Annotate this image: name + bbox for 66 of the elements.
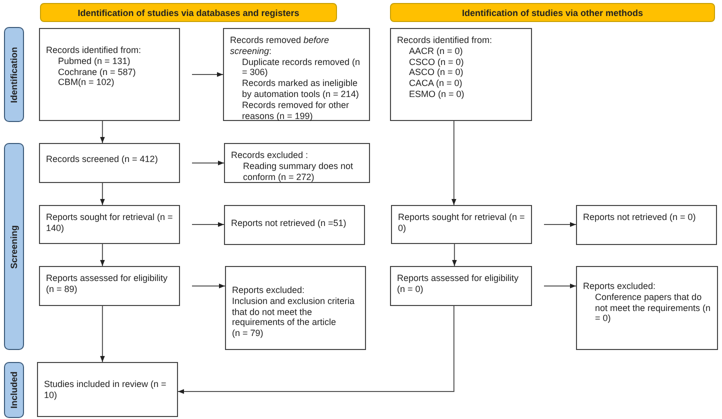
box-text: Records removed before screening: xyxy=(230,35,330,57)
box-text: Reports sought for retrieval (n = 0) xyxy=(398,212,526,234)
phase-label-bar xyxy=(4,362,24,418)
box-text: CACA (n = 0) xyxy=(408,78,464,89)
process-box xyxy=(39,205,180,244)
box-text: AACR (n = 0) xyxy=(408,46,464,57)
section-header xyxy=(40,3,337,22)
box-text: Cochrane (n = 587) xyxy=(57,66,137,78)
box-text: Reports excluded: xyxy=(583,281,657,292)
box-text: (n = 79) xyxy=(232,328,264,339)
arrow xyxy=(192,284,226,288)
box-text: Records marked as ineligible by automation tools (n = 214) xyxy=(241,78,360,100)
box-text: Pubmed (n = 131) xyxy=(57,56,132,67)
process-box xyxy=(39,266,180,306)
box-text: Records removed for other reasons (n = 199) xyxy=(241,100,350,122)
arrow xyxy=(100,306,105,362)
phase-label: Identification xyxy=(9,46,19,102)
arrow xyxy=(100,244,105,266)
process-box xyxy=(225,266,366,350)
arrow xyxy=(178,306,454,394)
arrow xyxy=(452,244,457,266)
box-text: CBM(n = 102) xyxy=(57,77,116,88)
process-box xyxy=(39,143,180,183)
box-text: ASCO (n = 0) xyxy=(408,67,464,78)
process-box xyxy=(390,28,532,121)
process-box xyxy=(391,205,532,244)
process-box xyxy=(224,205,365,245)
box-text: Reading summary does not conform (n = 272) xyxy=(242,160,354,182)
box-text: Studies included in review (n = 10) xyxy=(44,379,168,401)
box-text: Conference papers that do not meet the requirements (n = 0) xyxy=(594,292,712,324)
arrow xyxy=(100,182,105,206)
box-text: Reports assessed for eligibility (n = 89) xyxy=(46,273,169,295)
phase-label-bar xyxy=(4,27,24,122)
box-text: ESMO (n = 0) xyxy=(408,88,466,100)
box-text: Inclusion and exclusion criteria that do not meet the requirements of the article xyxy=(232,296,356,328)
box-text: Reports assessed for eligibility (n = 0) xyxy=(397,273,520,295)
phase-label-bar xyxy=(4,143,24,350)
box-text: Records excluded : xyxy=(231,150,310,161)
arrow xyxy=(100,120,105,144)
box-text: Records identified from: xyxy=(46,45,142,56)
phase-label: Screening xyxy=(9,224,19,268)
process-box xyxy=(576,266,718,350)
process-box xyxy=(37,362,178,417)
box-text: Duplicate records removed (n = 306) xyxy=(241,56,362,78)
header-text: Identification of studies via other methods xyxy=(462,8,644,18)
process-box xyxy=(223,28,370,121)
box-text: Reports sought for retrieval (n = 140) xyxy=(46,212,174,234)
process-box xyxy=(576,205,717,245)
arrow xyxy=(452,120,456,206)
box-text: Records screened (n = 412) xyxy=(46,154,159,165)
header-text: Identification of studies via databases and registers xyxy=(78,8,300,18)
process-box xyxy=(224,143,370,183)
box-text: Records identified from: xyxy=(397,35,494,46)
process-box xyxy=(390,266,532,306)
box-text: CSCO (n = 0) xyxy=(408,56,465,68)
phase-label: Included xyxy=(9,372,19,408)
box-text: Reports excluded: xyxy=(232,285,306,296)
process-box xyxy=(39,28,180,121)
arrow xyxy=(192,222,224,227)
section-header xyxy=(390,3,715,22)
arrow xyxy=(192,72,224,77)
arrow xyxy=(544,284,576,288)
arrow xyxy=(544,222,576,227)
box-text: Reports not retrieved (n = 0) xyxy=(583,212,697,223)
arrow xyxy=(192,160,224,166)
box-text: Reports not retrieved (n =51) xyxy=(231,218,348,229)
